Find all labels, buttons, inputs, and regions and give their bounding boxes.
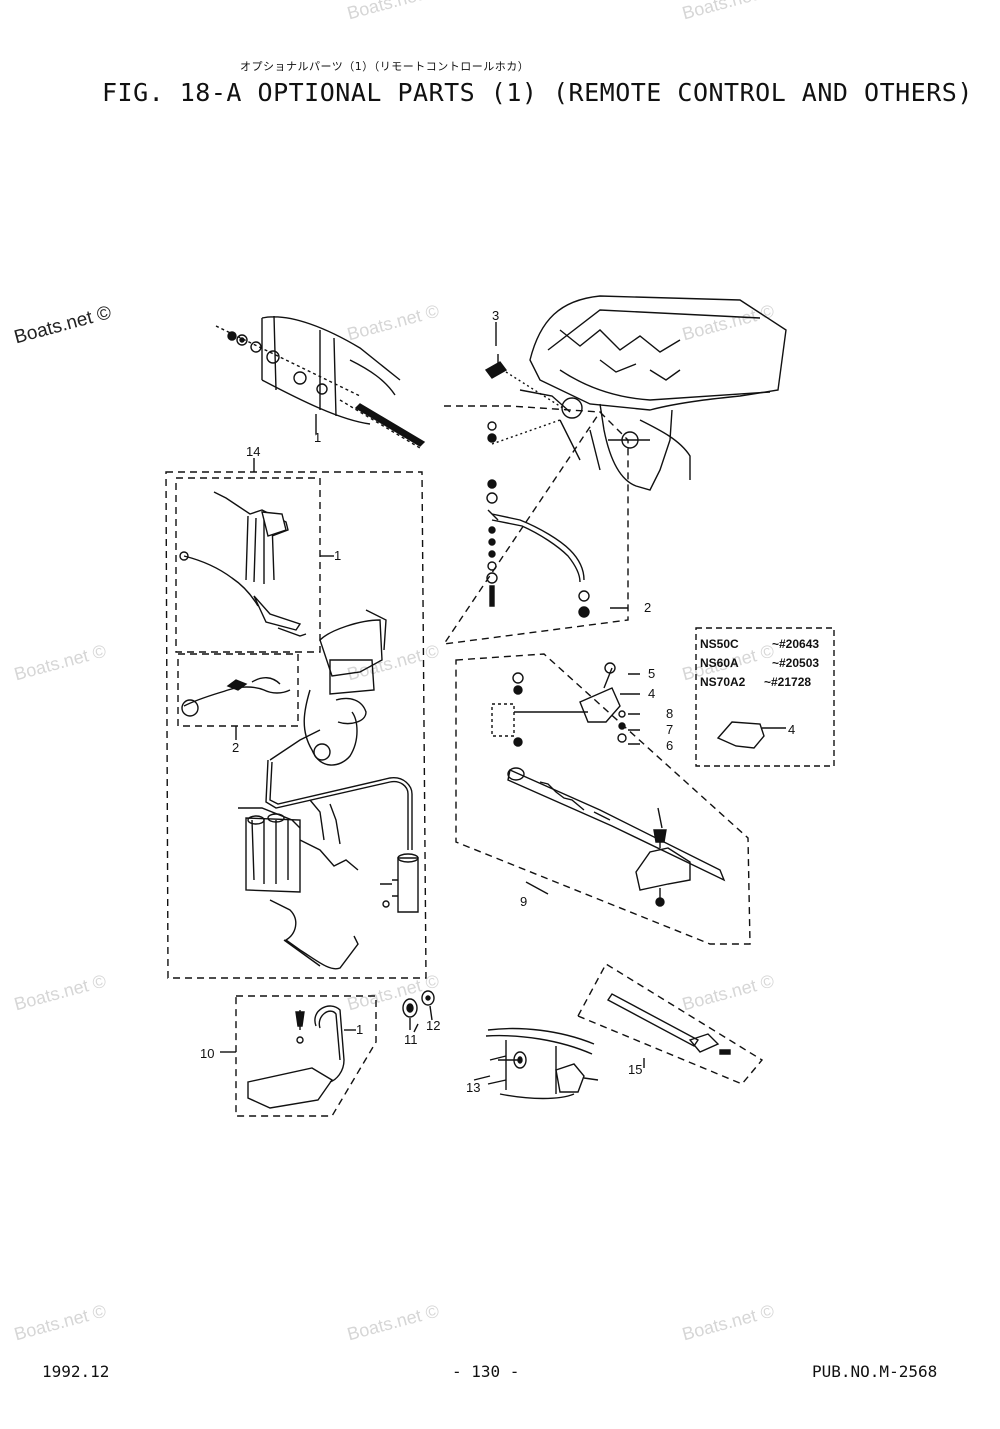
callout-15: 15: [628, 1062, 642, 1077]
callout-5: 5: [648, 666, 655, 681]
callout-8: 8: [666, 706, 673, 721]
variant-model: NS50C: [700, 637, 739, 651]
callout-2: 2: [644, 600, 651, 615]
variant-model: NS70A2: [700, 675, 746, 689]
callout-12: 12: [426, 1018, 440, 1033]
outboard-engine-body: [519, 295, 787, 491]
callout-11: 11: [404, 1032, 418, 1047]
callout-9: 9: [520, 894, 527, 909]
callout-1: 1: [314, 430, 321, 445]
steering-bracket-box: [455, 653, 751, 945]
callout-6: 6: [666, 738, 673, 753]
callout-3: 3: [492, 308, 499, 323]
remote-control-kit-box: [165, 458, 427, 979]
linkage-kit-box: [442, 354, 629, 645]
footer-page-number: - 130 -: [452, 1362, 520, 1381]
bracket-plate-box: [220, 995, 377, 1117]
callout-14: 14: [246, 444, 260, 459]
variant-model: NS60A: [700, 656, 739, 670]
variant-serial: ~#20503: [772, 656, 819, 670]
variant-box: [695, 627, 835, 767]
callout-4: 4: [788, 722, 795, 737]
footer-date: 1992.12: [42, 1362, 110, 1381]
engine-cowling-left: [215, 315, 426, 449]
rod-assembly-box: [577, 963, 764, 1085]
callout-10: 10: [200, 1046, 214, 1061]
callout-4: 4: [648, 686, 655, 701]
variant-serial: ~#20643: [772, 637, 819, 651]
callout-7: 7: [666, 722, 673, 737]
figure-title: FIG. 18-A OPTIONAL PARTS (1) (REMOTE CON…: [102, 78, 973, 107]
footer-publication-number: PUB.NO.M-2568: [812, 1362, 938, 1381]
figure-title-japanese: オプショナルパーツ（1）（リモートコントロールホカ）: [240, 60, 530, 73]
washers: [402, 990, 435, 1030]
callout-2: 2: [232, 740, 239, 755]
variant-serial: ~#21728: [764, 675, 811, 689]
callout-13: 13: [466, 1080, 480, 1095]
callout-1: 1: [334, 548, 341, 563]
gauge-assembly: [485, 1027, 599, 1100]
callout-1: 1: [356, 1022, 363, 1037]
